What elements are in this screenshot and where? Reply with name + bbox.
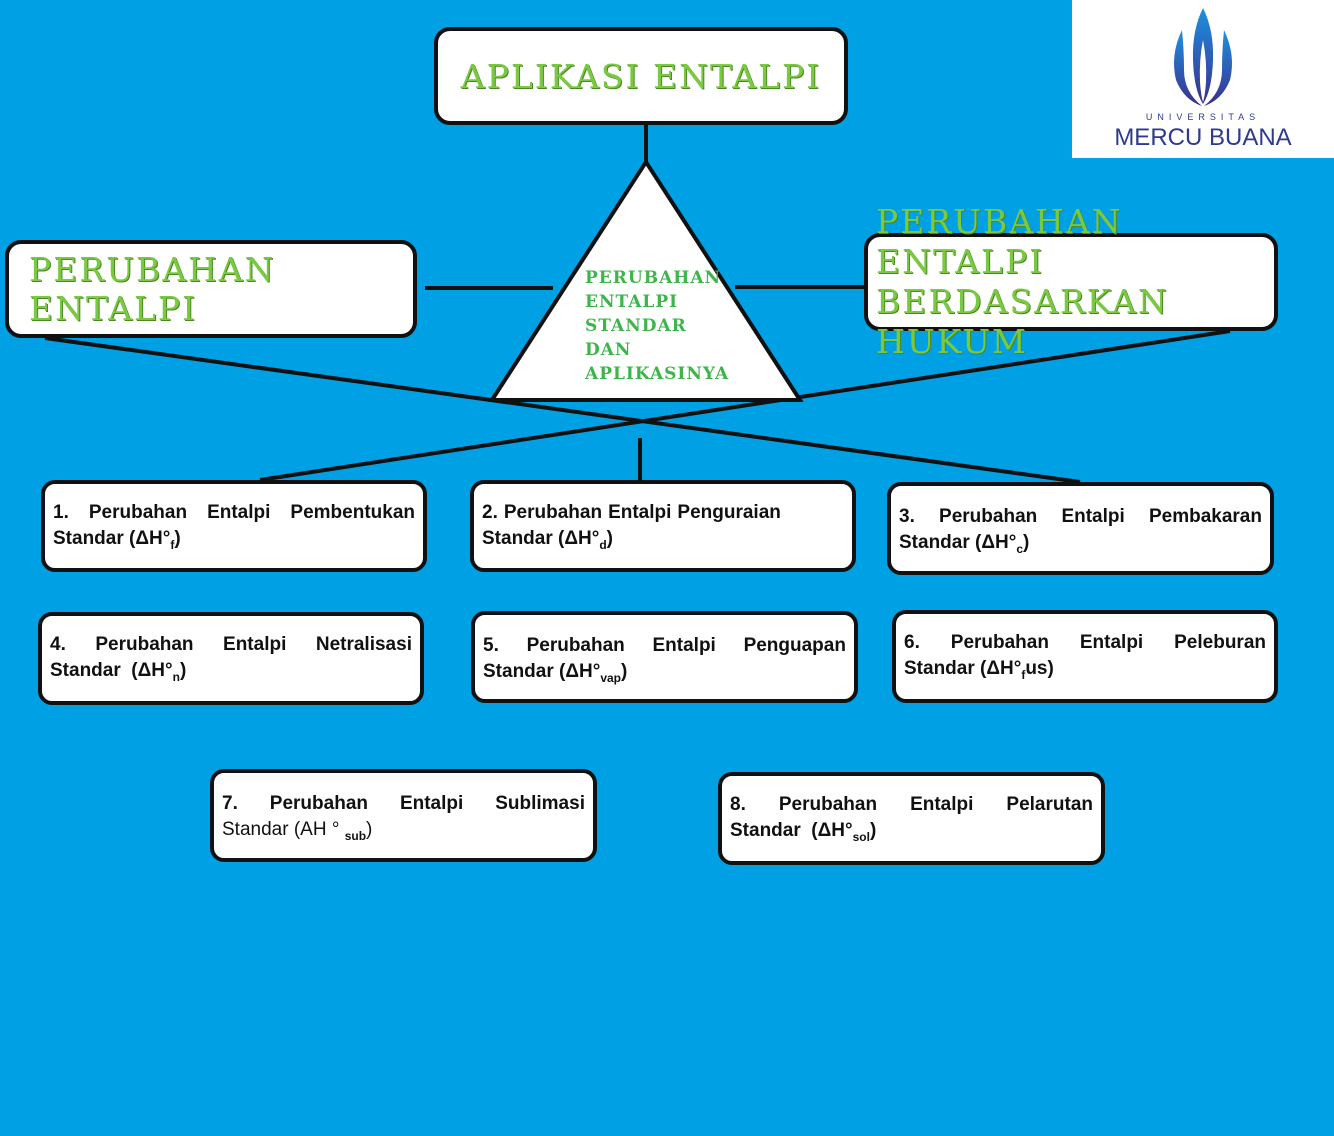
item-3-word: Perubahan [939, 506, 1038, 527]
university-logo: UNIVERSITAS MERCU BUANA [1072, 0, 1334, 158]
item-5-word: Entalpi [652, 635, 716, 656]
item-4-word: 4. [50, 634, 66, 655]
item-5-word: Perubahan [526, 635, 625, 656]
item-2-word: 2. [482, 502, 498, 523]
item-8-word: Perubahan [778, 794, 878, 815]
center-triangle [488, 158, 804, 402]
item-6-word: 6. [904, 632, 920, 653]
item-8-sub: sol [852, 829, 870, 844]
item-7-l2: Standar (AH ° [222, 819, 345, 840]
item-7-word: 7. [222, 793, 238, 814]
item-5-word: Penguapan [743, 635, 846, 656]
logo-line-2: MERCU BUANA [1114, 124, 1292, 151]
item-2-word: Penguraian [677, 502, 781, 523]
item-2-tail: ) [606, 528, 613, 549]
item-3-word: 3. [899, 506, 915, 527]
item-1-line-2: Standar (ΔH°f) [53, 526, 415, 558]
item-8-tail: ) [869, 820, 877, 841]
item-1-sub: f [170, 537, 175, 552]
item-4-word: Entalpi [223, 634, 287, 655]
item-box-4: 4. Perubahan Entalpi Netralisasi Standar (Δ… [38, 612, 424, 705]
item-2-word: Entalpi [608, 502, 672, 523]
item-3-sub: c [1016, 541, 1024, 556]
item-8-word: 8. [730, 794, 746, 815]
item-6-word: Peleburan [1174, 632, 1266, 653]
item-6-word: Entalpi [1079, 632, 1144, 653]
logo-line-1: UNIVERSITAS [1145, 112, 1261, 122]
item-2-sub: d [599, 537, 607, 552]
item-4-sub: n [172, 669, 180, 684]
center-line-1: PERUBAHAN [585, 268, 722, 288]
item-box-8: 8. Perubahan Entalpi Pelarutan Standar (ΔH°… [718, 772, 1105, 865]
item-3-word: Entalpi [1061, 506, 1125, 527]
item-1-tail: ) [174, 528, 181, 549]
item-5-word: 5. [483, 635, 499, 656]
item-2-l2: Standar (ΔH° [482, 528, 600, 549]
item-8-word: Pelarutan [1006, 794, 1093, 815]
item-7-tail: ) [366, 819, 373, 840]
item-1-word: Entalpi [207, 502, 271, 523]
item-2-word: Perubahan [503, 502, 603, 523]
right-concept-box: PERUBAHAN ENTALPI BERDASARKAN HUKUM [864, 202, 1278, 361]
item-5-sub: vap [600, 670, 622, 685]
item-5-tail: ) [621, 661, 628, 682]
item-3-l2: Standar (ΔH° [899, 532, 1017, 553]
item-8-l2: Standar (ΔH° [730, 820, 853, 841]
center-line-2: ENTALPI [585, 292, 679, 312]
item-1-word: Pembentukan [290, 502, 415, 523]
item-box-3: 3. Perubahan Entalpi Pembakaran Standar (ΔH… [887, 482, 1274, 575]
item-1-l2: Standar (ΔH° [53, 528, 171, 549]
item-6-line-2: Standar (ΔH°fus) [904, 656, 1266, 688]
item-1-word: Perubahan [88, 502, 188, 523]
right-concept-line-1: PERUBAHAN ENTALPI [876, 202, 1123, 281]
item-4-word: Netralisasi [315, 634, 412, 655]
item-4-word: Perubahan [95, 634, 194, 655]
item-2-line-2: Standar (ΔH°d) [482, 526, 844, 558]
item-box-5: 5. Perubahan Entalpi Penguapan Standar (ΔH°… [471, 611, 858, 703]
center-line-5: APLIKASINYA [585, 364, 730, 384]
logo-flame-icon [1174, 8, 1232, 106]
item-3-tail: ) [1023, 532, 1030, 553]
item-7-word: Entalpi [399, 793, 464, 814]
center-line-3: STANDAR [585, 316, 687, 336]
left-concept-label: PERUBAHAN ENTALPI [29, 250, 276, 328]
item-4-l2: Standar (ΔH° [50, 660, 173, 681]
item-1-word: 1. [53, 502, 69, 523]
item-4-tail: ) [179, 660, 187, 681]
item-7-word: Sublimasi [495, 793, 585, 814]
right-concept-line-2: BERDASARKAN HUKUM [876, 282, 1169, 361]
item-6-word: Perubahan [950, 632, 1049, 653]
item-7-sub: sub [344, 828, 367, 843]
item-4-line-2: Standar (ΔH°n) [50, 658, 412, 690]
item-5-line-2: Standar (ΔH°vap) [483, 659, 846, 691]
item-7-word: Perubahan [269, 793, 368, 814]
item-6-sub: f [1021, 667, 1026, 682]
item-box-6: 6. Perubahan Entalpi Peleburan Standar (ΔH°… [892, 610, 1278, 703]
item-5-l2: Standar (ΔH° [483, 661, 601, 682]
item-6-l2: Standar (ΔH° [904, 658, 1022, 679]
center-line-4: DAN [585, 340, 632, 360]
item-6-tail: us) [1025, 658, 1054, 679]
item-box-7: 7. Perubahan Entalpi Sublimasi Standar (AH … [210, 769, 597, 862]
item-3-word: Pembakaran [1148, 506, 1262, 527]
item-7-line-2: Standar (AH ° sub) [222, 817, 585, 849]
left-concept-box: PERUBAHAN ENTALPI [5, 240, 417, 338]
item-8-line-2: Standar (ΔH°sol) [730, 818, 1093, 850]
item-box-1: 1. Perubahan Entalpi Pembentukan Standar (Δ… [41, 480, 427, 572]
item-8-word: Entalpi [910, 794, 974, 815]
main-title-box: APLIKASI ENTALPI [434, 27, 848, 125]
item-3-line-2: Standar (ΔH°c) [899, 530, 1262, 562]
main-title: APLIKASI ENTALPI [460, 56, 822, 96]
center-triangle-text: PERUBAHAN ENTALPI STANDAR DAN APLIKASINY… [585, 266, 729, 386]
